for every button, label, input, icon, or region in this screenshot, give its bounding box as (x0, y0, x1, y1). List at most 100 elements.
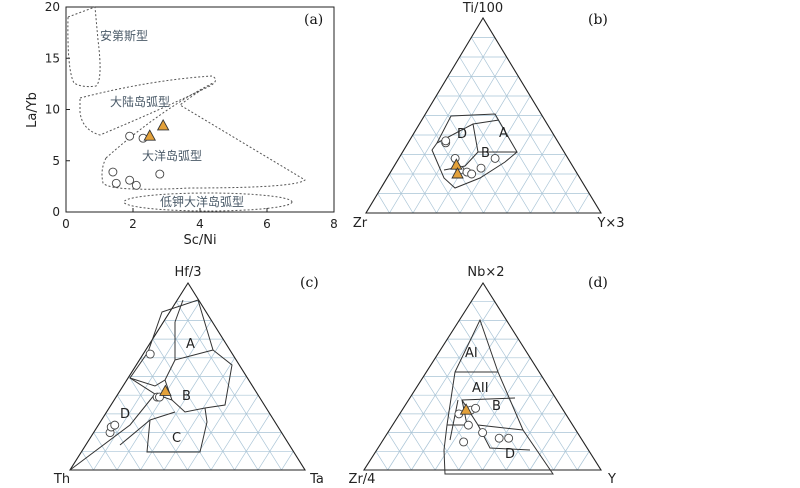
panel-c-ternary: A B C D Hf/3 Th Ta (c) (53, 265, 324, 487)
y-tick-label: 20 (45, 0, 60, 14)
grid-line (577, 193, 590, 214)
circle-point (490, 153, 500, 163)
field-boundary (69, 393, 156, 471)
field-label: AII (472, 381, 489, 396)
panel-label: (b) (588, 12, 608, 28)
circle-point (145, 349, 155, 359)
region-label: 安第斯型 (100, 28, 148, 43)
grid-line (505, 395, 555, 471)
region-label: 大洋岛弧型 (142, 148, 202, 163)
grid-line (400, 154, 437, 214)
grid-line (530, 154, 566, 214)
triangle-point (450, 158, 463, 170)
grid-line (436, 76, 519, 214)
region-oceanic-arc (101, 82, 306, 190)
region-low-k-oceanic-arc (123, 192, 293, 212)
x-tick-label: 6 (263, 217, 271, 231)
circle-point (108, 167, 118, 177)
field-label: A (186, 337, 195, 352)
x-tick-label: 4 (196, 217, 204, 231)
y-tick-label: 15 (45, 51, 60, 65)
y-tick-label: 10 (45, 103, 60, 117)
circle-point (111, 178, 121, 188)
ternary-grid (375, 301, 590, 471)
panel-d-ternary: AI AII B D Nb×2 Zr/4 Y (d) (349, 265, 616, 487)
grid-line (389, 37, 496, 214)
grid-line (389, 173, 414, 214)
circle-point (467, 169, 477, 179)
region-continental-arc (79, 75, 216, 136)
x-tick-label: 2 (129, 217, 137, 231)
circle-point (459, 437, 469, 447)
grid-line (470, 301, 578, 471)
grid-line (377, 193, 390, 214)
grid-line (483, 115, 543, 214)
grid-line (412, 134, 461, 214)
grid-line (482, 376, 543, 471)
grid-line (411, 395, 460, 471)
circle-point (476, 163, 486, 173)
grid-line (281, 451, 294, 471)
field-boundary (129, 299, 233, 413)
x-tick-label: 0 (62, 217, 70, 231)
ternary-grid (81, 301, 294, 471)
grid-line (553, 173, 578, 214)
tectonic-regions (67, 6, 306, 212)
apex-label-top: Nb×2 (467, 265, 504, 280)
apex-label-top: Ti/100 (462, 1, 503, 16)
field-label: AI (465, 346, 478, 361)
data-points (454, 403, 514, 447)
grid-line (375, 451, 388, 471)
grid-line (93, 301, 200, 471)
grid-line (210, 395, 259, 471)
field-label: D (120, 407, 130, 422)
apex-label-left: Th (53, 472, 70, 487)
circle-point (441, 136, 451, 146)
circle-point (478, 428, 488, 438)
y-tick-label: 5 (52, 154, 60, 168)
grid-line (234, 413, 271, 471)
x-axis-label: Sc/Ni (183, 233, 216, 248)
field-label: C (172, 431, 181, 446)
region-andean (67, 6, 101, 88)
region-label: 大陆岛弧型 (110, 94, 170, 109)
field-boundary (146, 407, 208, 453)
panel-label: (a) (304, 12, 323, 28)
triangle-point (156, 118, 170, 131)
triangle-point (451, 167, 464, 179)
grid-line (257, 432, 282, 471)
grid-line (116, 395, 165, 471)
apex-label-right: Y (607, 472, 616, 487)
field-boundary (443, 318, 554, 475)
grid-line (553, 432, 578, 471)
grid-line (506, 134, 555, 214)
panel-b-ternary: D A B Ti/100 Zr Y×3 (b) (353, 1, 625, 231)
grid-line (577, 451, 590, 471)
grid-line (399, 413, 436, 471)
apex-label-top: Hf/3 (174, 265, 201, 280)
panel-label: (c) (300, 275, 319, 291)
circle-point (494, 433, 504, 443)
grid-line (447, 76, 531, 214)
field-boundary (129, 299, 214, 401)
circle-point (155, 169, 165, 179)
grid-line (447, 338, 531, 471)
data-points (441, 136, 500, 179)
triangle-point (143, 129, 157, 141)
grid-line (152, 338, 235, 471)
triangle-point (159, 384, 172, 396)
grid-line (387, 301, 496, 471)
field-label: D (457, 127, 467, 142)
apex-label-right: Y×3 (596, 216, 624, 231)
circle-point (471, 403, 481, 413)
field-label: B (492, 399, 501, 414)
grid-line (93, 432, 118, 471)
discrimination-fields (69, 299, 233, 471)
circle-point (504, 433, 514, 443)
apex-label-left: Zr/4 (349, 472, 376, 487)
circle-point (110, 420, 120, 430)
data-points (108, 118, 170, 190)
y-tick-label: 0 (52, 205, 60, 219)
